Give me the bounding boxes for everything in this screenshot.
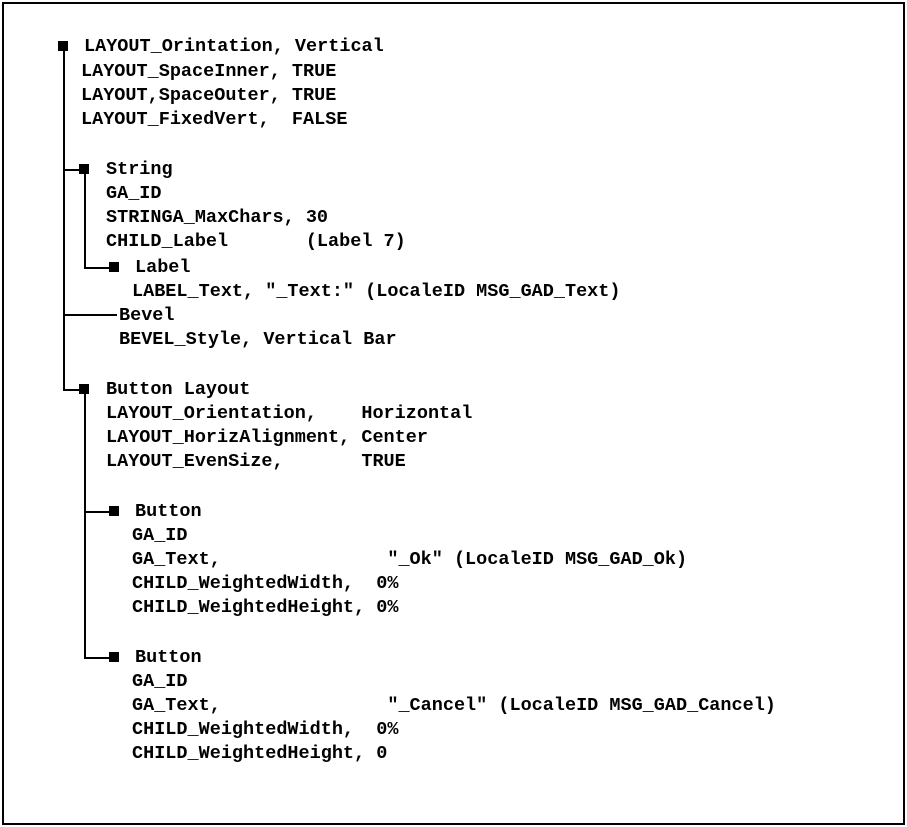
button-layout-node-marker	[79, 384, 89, 394]
button-cancel-prop: GA_ID	[132, 671, 188, 692]
root-prop: LAYOUT_FixedVert, FALSE	[81, 109, 348, 130]
string-trunk-line	[84, 174, 86, 268]
button-cancel-node-marker	[109, 652, 119, 662]
button-cancel-prop: CHILD_WeightedWidth, 0%	[132, 719, 399, 740]
string-prop: GA_ID	[106, 183, 162, 204]
label-node-header: Label	[135, 257, 191, 278]
button-layout-branch-line	[63, 389, 83, 391]
button-ok-prop: CHILD_WeightedWidth, 0%	[132, 573, 399, 594]
string-node-header: String	[106, 159, 173, 180]
bevel-prop: BEVEL_Style, Vertical Bar	[119, 329, 397, 350]
button-cancel-prop: CHILD_WeightedHeight, 0	[132, 743, 388, 764]
bevel-branch-line	[63, 314, 117, 316]
button-ok-node-marker	[109, 506, 119, 516]
root-prop: LAYOUT,SpaceOuter, TRUE	[81, 85, 337, 106]
button-cancel-branch-line	[84, 657, 109, 659]
string-node-marker	[79, 164, 89, 174]
string-prop: CHILD_Label (Label 7)	[106, 231, 406, 252]
button-layout-prop: LAYOUT_HorizAlignment, Center	[106, 427, 428, 448]
button-ok-prop: CHILD_WeightedHeight, 0%	[132, 597, 399, 618]
label-node-marker	[109, 262, 119, 272]
string-prop: STRINGA_MaxChars, 30	[106, 207, 329, 228]
string-branch-line	[63, 169, 83, 171]
button-ok-prop: GA_Text, "_Ok" (LocaleID MSG_GAD_Ok)	[132, 549, 688, 570]
button-layout-trunk-line	[84, 394, 86, 658]
button-layout-prop: LAYOUT_EvenSize, TRUE	[106, 451, 406, 472]
button-layout-node-header: Button Layout	[106, 379, 251, 400]
root-trunk-line	[63, 51, 65, 391]
root-node-header: LAYOUT_Orintation, Vertical	[84, 36, 384, 57]
button-ok-prop: GA_ID	[132, 525, 188, 546]
button-layout-prop: LAYOUT_Orientation, Horizontal	[106, 403, 473, 424]
button-cancel-node-header: Button	[135, 647, 202, 668]
button-ok-branch-line	[84, 511, 109, 513]
button-ok-node-header: Button	[135, 501, 202, 522]
label-branch-line	[84, 267, 109, 269]
button-cancel-prop: GA_Text, "_Cancel" (LocaleID MSG_GAD_Can…	[132, 695, 776, 716]
bevel-node-header: Bevel	[119, 305, 175, 326]
root-prop: LAYOUT_SpaceInner, TRUE	[81, 61, 337, 82]
root-node-marker	[58, 41, 68, 51]
label-prop: LABEL_Text, "_Text:" (LocaleID MSG_GAD_T…	[132, 281, 621, 302]
